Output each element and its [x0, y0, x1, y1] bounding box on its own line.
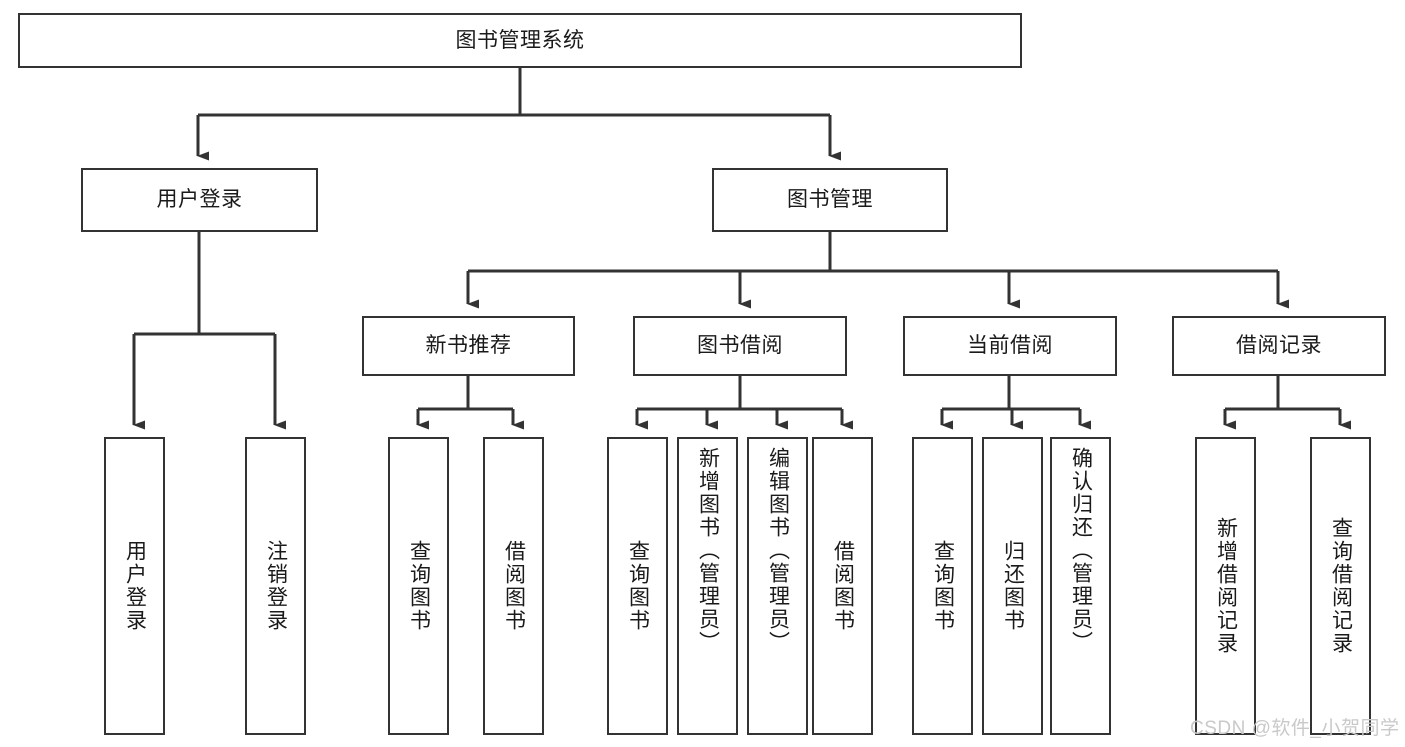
node-leaf-query-book-1[interactable]: 查询图书 — [388, 437, 449, 735]
node-leaf-query-record-label: 查询借阅记录 — [1329, 517, 1353, 655]
node-leaf-query-book-3[interactable]: 查询图书 — [912, 437, 973, 735]
node-leaf-borrow-book-2-label: 借阅图书 — [831, 540, 855, 632]
node-leaf-add-record-label: 新增借阅记录 — [1214, 517, 1238, 655]
edge-group-borrow-record — [1223, 376, 1351, 430]
edge-group-root — [196, 68, 841, 161]
node-leaf-confirm-return[interactable]: 确认归还（管理员） — [1050, 437, 1111, 735]
node-leaf-add-book[interactable]: 新增图书（管理员） — [677, 437, 738, 735]
node-leaf-add-record[interactable]: 新增借阅记录 — [1195, 437, 1256, 735]
node-leaf-confirm-return-label: 确认归还（管理员） — [1069, 447, 1093, 654]
node-borrow-record-label: 借阅记录 — [1236, 334, 1322, 358]
node-root-label: 图书管理系统 — [455, 28, 585, 52]
node-leaf-logout[interactable]: 注销登录 — [245, 437, 306, 735]
node-new-book-rec[interactable]: 新书推荐 — [362, 316, 575, 376]
node-leaf-logout-label: 注销登录 — [264, 540, 288, 632]
node-leaf-query-record[interactable]: 查询借阅记录 — [1310, 437, 1371, 735]
node-leaf-query-book-2[interactable]: 查询图书 — [607, 437, 668, 735]
node-new-book-rec-label: 新书推荐 — [425, 334, 512, 358]
node-leaf-return-book[interactable]: 归还图书 — [982, 437, 1043, 735]
node-leaf-user-login[interactable]: 用户登录 — [104, 437, 165, 735]
node-leaf-edit-book[interactable]: 编辑图书（管理员） — [747, 437, 808, 735]
node-book-manage[interactable]: 图书管理 — [712, 168, 948, 232]
node-current-borrow-label: 当前借阅 — [967, 334, 1053, 358]
edge-group-user-login — [132, 232, 286, 430]
node-user-login[interactable]: 用户登录 — [81, 168, 318, 232]
node-leaf-query-book-3-label: 查询图书 — [931, 540, 955, 632]
node-leaf-edit-book-label: 编辑图书（管理员） — [766, 447, 790, 654]
node-user-login-label: 用户登录 — [156, 188, 243, 212]
node-leaf-user-login-label: 用户登录 — [123, 540, 147, 632]
edge-group-current-borrow — [940, 376, 1091, 430]
node-current-borrow[interactable]: 当前借阅 — [903, 316, 1117, 376]
node-book-borrow-label: 图书借阅 — [697, 334, 783, 358]
node-book-manage-label: 图书管理 — [787, 188, 873, 212]
node-leaf-borrow-book-1[interactable]: 借阅图书 — [483, 437, 544, 735]
csdn-watermark: CSDN @软件_小贺同学 — [1190, 718, 1400, 739]
edge-group-book-borrow — [635, 376, 853, 430]
node-leaf-add-book-label: 新增图书（管理员） — [696, 447, 720, 654]
node-leaf-return-book-label: 归还图书 — [1001, 540, 1025, 632]
node-leaf-borrow-book-1-label: 借阅图书 — [502, 540, 526, 632]
edge-group-book-manage — [466, 232, 1289, 309]
node-leaf-query-book-1-label: 查询图书 — [407, 540, 431, 632]
node-leaf-query-book-2-label: 查询图书 — [626, 540, 650, 632]
edge-group-new-book-rec — [416, 376, 524, 430]
node-root[interactable]: 图书管理系统 — [18, 13, 1022, 68]
node-leaf-borrow-book-2[interactable]: 借阅图书 — [812, 437, 873, 735]
node-book-borrow[interactable]: 图书借阅 — [633, 316, 847, 376]
node-borrow-record[interactable]: 借阅记录 — [1172, 316, 1386, 376]
